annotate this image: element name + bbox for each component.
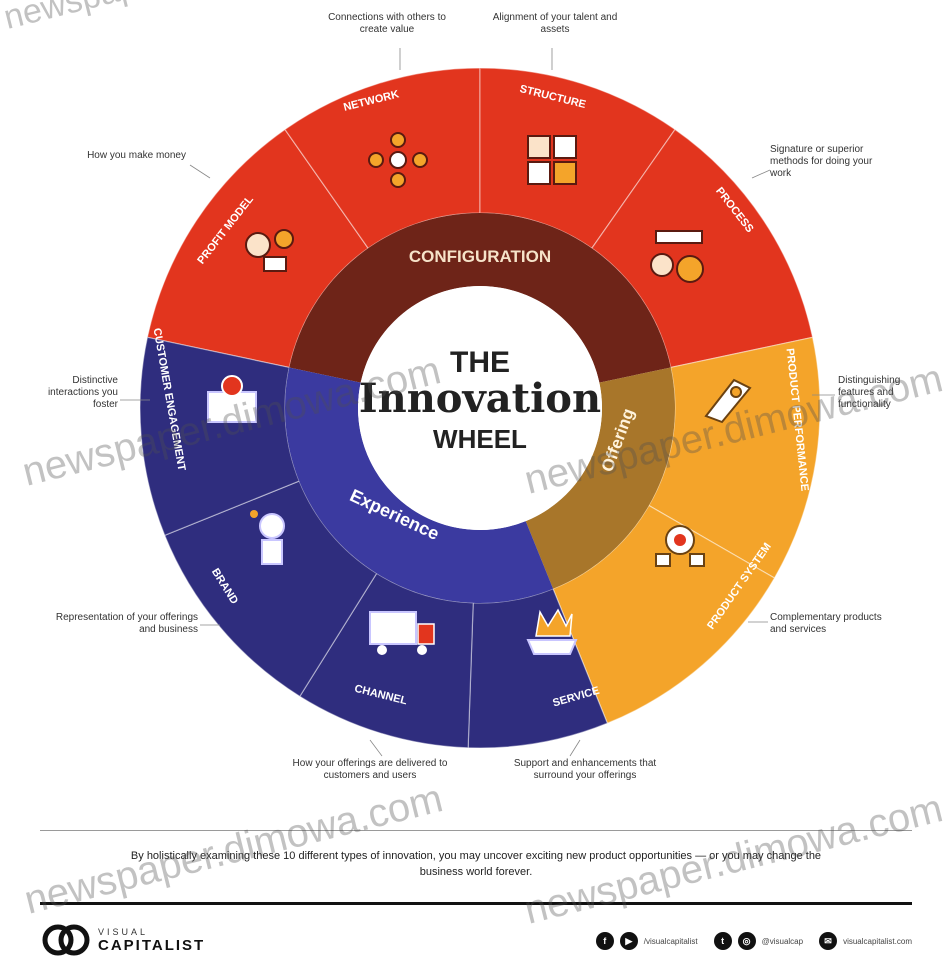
logo-mark-icon [42,924,90,956]
annotation-network: Connections with others to create value [328,12,446,35]
service-icon [526,608,578,655]
network-icon [368,132,428,188]
center-circle [358,286,602,530]
instagram-icon[interactable]: ◎ [737,932,756,950]
product-performance-icon [704,378,752,424]
customer-engagement-icon [207,375,257,423]
outer-segments [139,67,821,749]
social-links: f ▶ /visualcapitalist t ◎ @visualcap ✉ v… [595,932,912,950]
category-ring-experience [285,367,554,603]
channel-icon [369,611,435,655]
center-title-wheel: WHEEL [433,424,527,454]
annotation-channel: How your offerings are delivered to cust… [292,758,448,781]
process-icon [650,230,704,283]
structure-icon [527,135,577,185]
annotation-product-performance: Distinguishing features and functionalit… [838,375,901,410]
visual-capitalist-logo[interactable]: VISUAL CAPITALIST [42,924,205,956]
annotation-leaders [120,48,835,757]
annotation-process: Signature or superior methods for doing … [770,144,873,179]
annotation-brand: Representation of your offerings and bus… [55,612,198,635]
email-icon[interactable]: ✉ [819,932,838,950]
category-ring-configuration [289,213,671,383]
youtube-icon[interactable]: ▶ [619,932,638,950]
annotation-profit-model: How you make money [87,150,186,161]
profit-model-icon [245,229,294,272]
logo-text-bottom: CAPITALIST [98,936,206,954]
facebook-icon[interactable]: f [595,932,614,950]
annotation-product-system: Complementary products and services [770,612,882,635]
email-address[interactable]: visualcapitalist.com [843,936,912,946]
brand-icon [250,510,285,565]
center-title-the: THE [450,346,510,379]
annotation-customer-engagement: Distinctive interactions you foster [47,375,118,410]
category-ring-offering [525,367,675,589]
product-system-icon [655,525,705,567]
inner-category-rings [285,213,675,603]
twitter-handle[interactable]: @visualcap [761,936,804,946]
facebook-handle[interactable]: /visualcapitalist [643,936,698,946]
annotation-service: Support and enhancements that surround y… [513,758,657,781]
footer-rule [40,902,912,905]
annotation-structure: Alignment of your talent and assets [492,12,618,35]
center-title-innovation: Innovation [359,375,601,422]
footer-summary: By holistically examining these 10 diffe… [130,850,822,878]
twitter-icon[interactable]: t [713,932,732,950]
footer-divider [40,830,912,831]
logo-text-top: VISUAL [98,926,149,937]
category-label-configuration: CONFIGURATION [409,247,551,266]
